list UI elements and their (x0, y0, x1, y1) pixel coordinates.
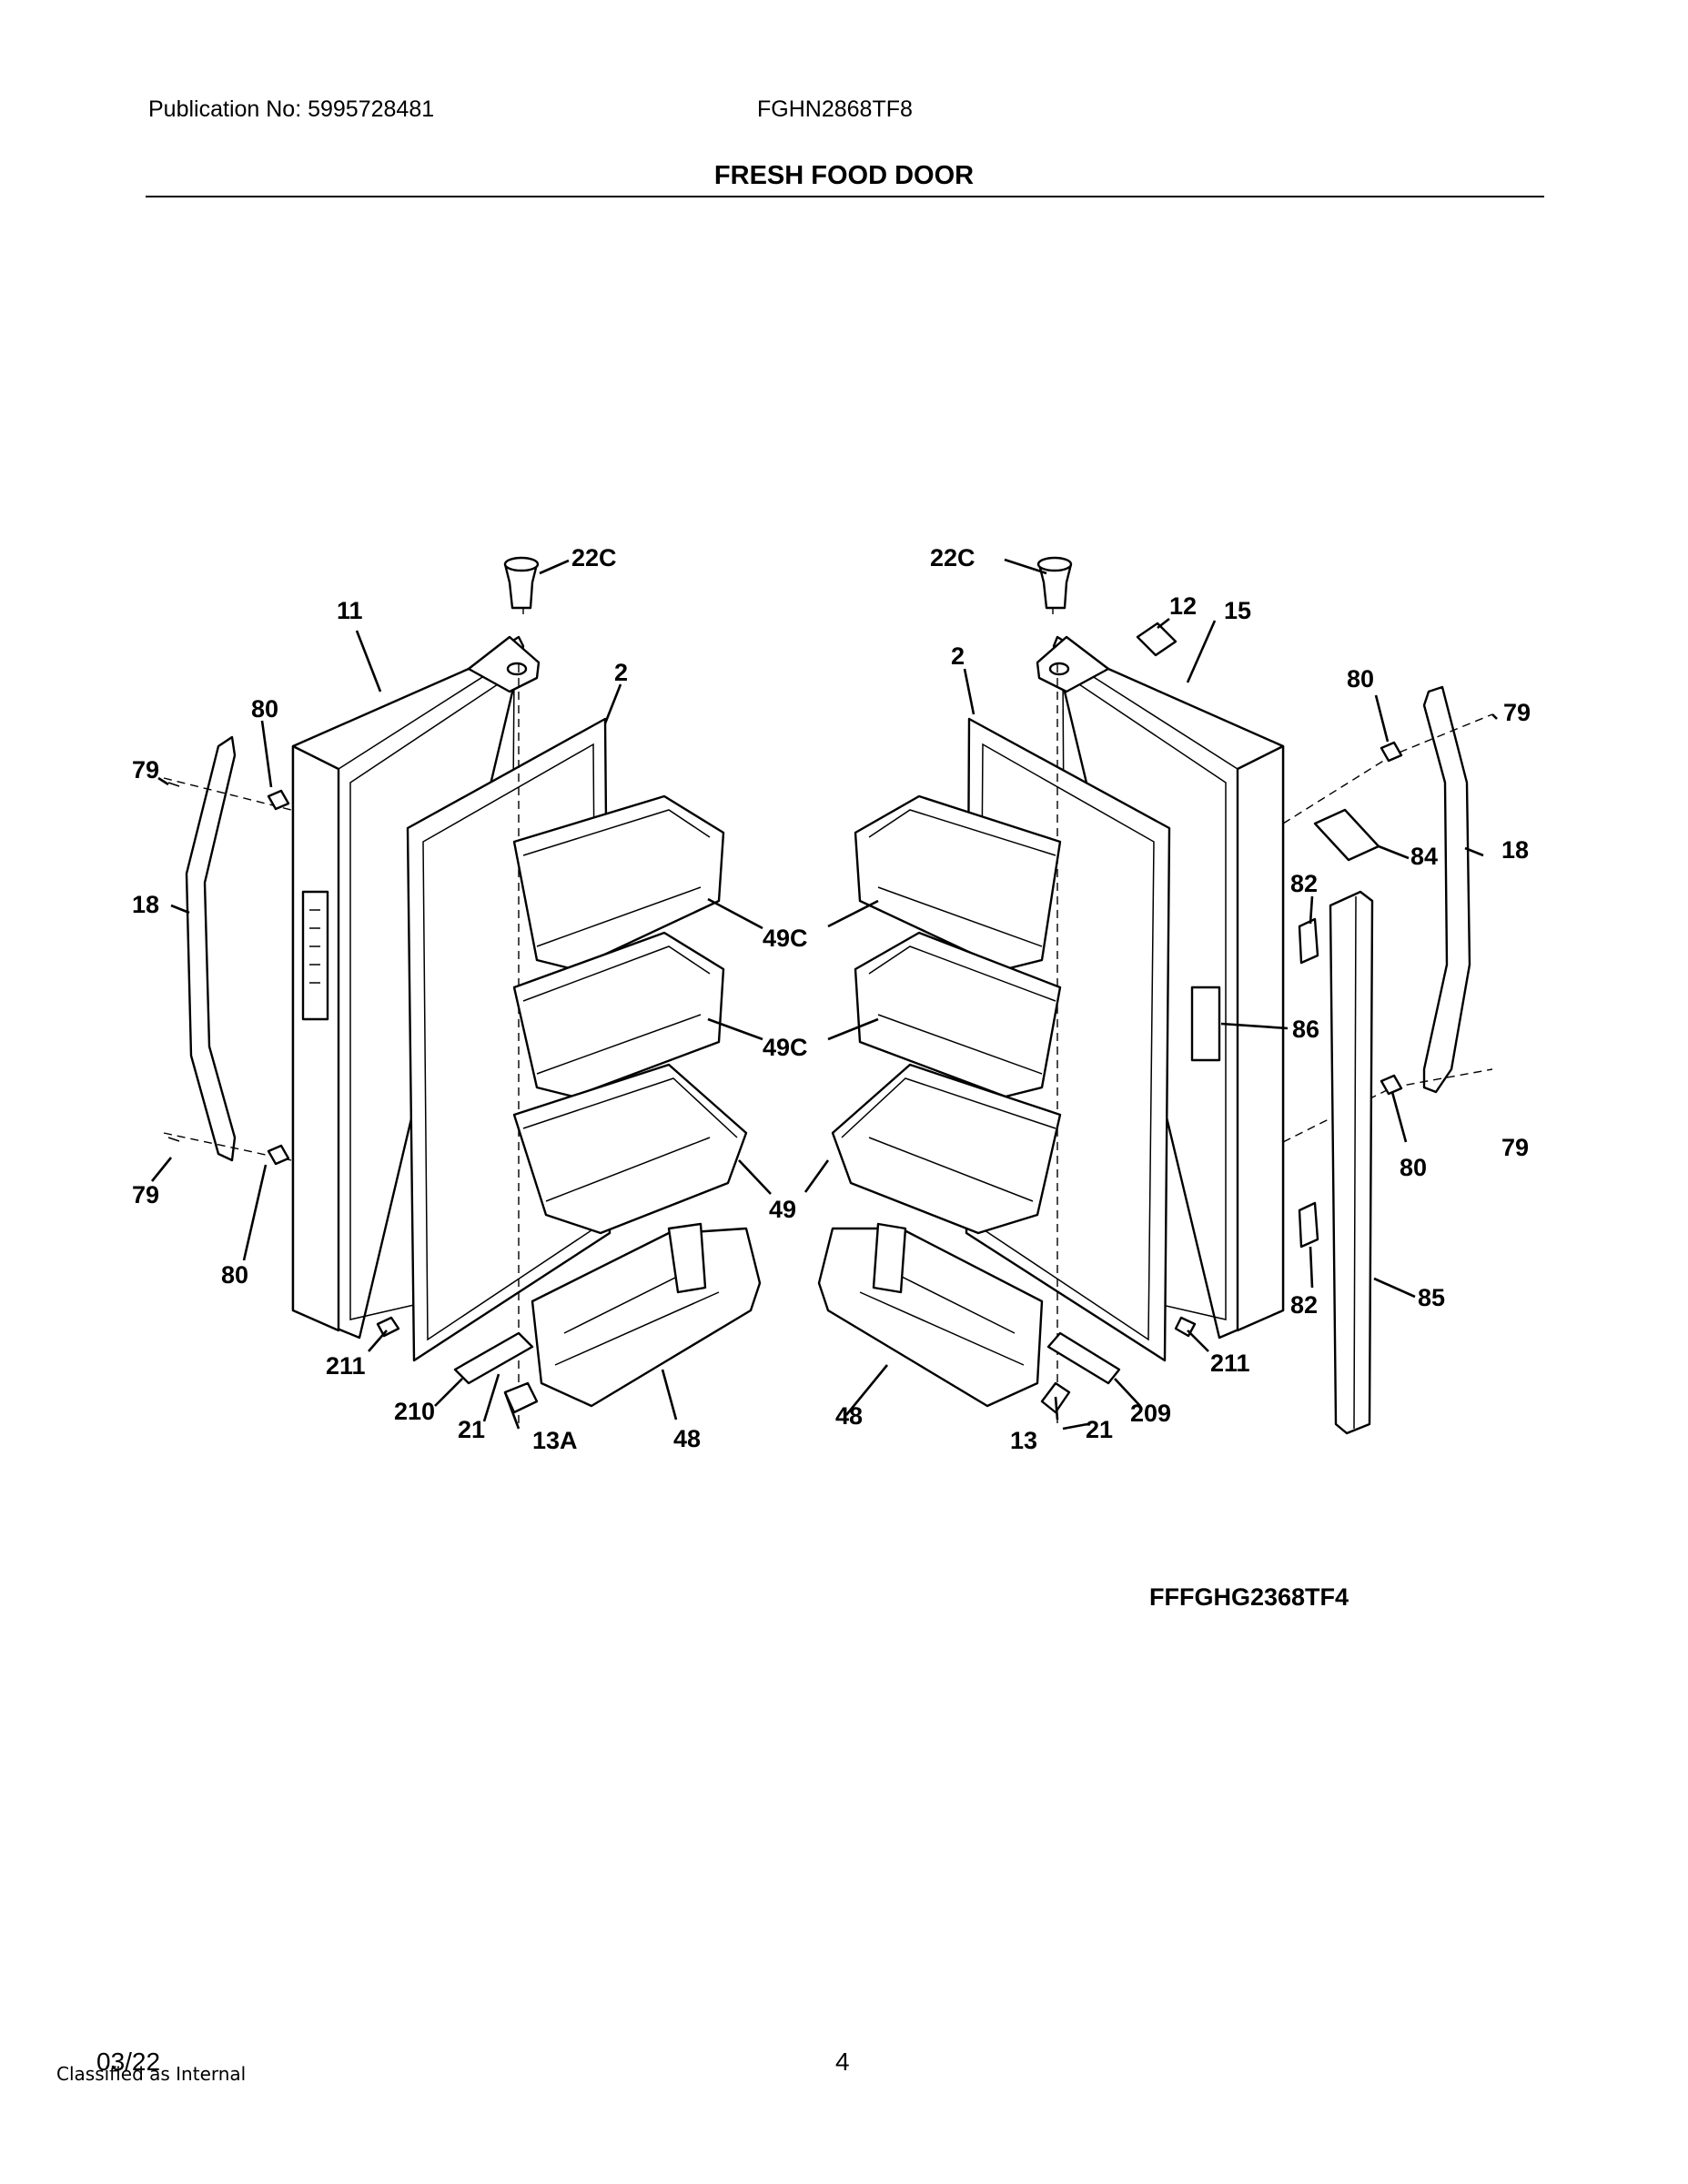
left-door-panel-face (291, 744, 340, 1332)
callout-12: 12 (1169, 592, 1197, 620)
right-upper-bracket-82 (1298, 917, 1319, 965)
callout-48-left: 48 (673, 1425, 701, 1452)
right-door-handle (1422, 685, 1471, 1094)
page-number: 4 (835, 2048, 850, 2076)
callout-210: 210 (394, 1398, 435, 1425)
callout-2-left: 2 (614, 659, 628, 686)
left-control-panel (301, 890, 329, 1021)
callout-82-top: 82 (1290, 870, 1318, 897)
callout-21-right: 21 (1086, 1416, 1113, 1443)
callout-49: 49 (769, 1196, 796, 1223)
title-rule (146, 196, 1544, 197)
left-bottom-hinge-bracket (453, 1331, 534, 1385)
callout-21-left: 21 (458, 1416, 485, 1443)
right-bottom-hinge-bracket (1046, 1331, 1121, 1385)
callout-79-bottom-left: 79 (132, 1181, 159, 1208)
left-door-stop-211 (376, 1316, 400, 1338)
callout-13: 13 (1010, 1427, 1037, 1454)
right-hinge-cover-84 (1313, 808, 1380, 862)
callout-80-top-right: 80 (1347, 665, 1374, 693)
variant-note: FFFGHG2368TF4 (1149, 1583, 1349, 1611)
callout-80-bottom-right: 80 (1400, 1154, 1427, 1181)
left-lower-screw (167, 1137, 180, 1142)
callout-80-bottom-left: 80 (221, 1261, 248, 1289)
callout-79-top-right: 79 (1503, 699, 1531, 726)
publication-number: Publication No: 5995728481 (148, 96, 435, 122)
callout-labels: 22C 22C 11 12 15 2 2 80 80 79 79 18 18 8… (132, 544, 1531, 1454)
right-top-hinge-housing (1036, 635, 1110, 693)
callout-11: 11 (337, 597, 363, 624)
left-lower-handle-stud (267, 1144, 290, 1166)
right-upper-handle-stud (1380, 741, 1403, 763)
right-door-module-86 (1190, 986, 1221, 1062)
callout-49c-upper: 49C (763, 925, 808, 952)
right-door-bins (831, 794, 1062, 1235)
callout-85: 85 (1418, 1284, 1445, 1311)
callout-82-bottom: 82 (1290, 1291, 1318, 1319)
callout-2-right: 2 (951, 642, 965, 670)
model-number: FGHN2868TF8 (757, 96, 913, 122)
callout-18-left: 18 (132, 891, 159, 918)
left-bin-middle (512, 931, 725, 1098)
left-door-bins (512, 794, 748, 1235)
left-door-handle (185, 735, 237, 1162)
callout-84: 84 (1410, 843, 1438, 870)
right-lower-bracket-82 (1298, 1201, 1319, 1249)
callout-49c-lower: 49C (763, 1034, 808, 1061)
right-door-panel-face (1236, 744, 1285, 1332)
right-door-stop-211 (1174, 1316, 1197, 1338)
callout-15: 15 (1224, 597, 1251, 624)
left-upper-screw (167, 782, 180, 787)
callout-79-bottom-right: 79 (1501, 1134, 1529, 1161)
right-door-flip-mullion-85 (1329, 890, 1374, 1435)
callout-48-right: 48 (835, 1402, 863, 1430)
callout-22c-right: 22C (930, 544, 975, 571)
callout-13a: 13A (532, 1427, 578, 1454)
callout-86: 86 (1292, 1016, 1319, 1043)
left-bin-upper (512, 794, 725, 971)
callout-211-right: 211 (1210, 1350, 1250, 1377)
classification-label: Classified as Internal (56, 2063, 247, 2085)
callout-80-top-left: 80 (251, 695, 278, 723)
callout-22c-left: 22C (571, 544, 617, 571)
right-bin-lower (831, 1063, 1062, 1235)
callout-79-top-left: 79 (132, 756, 159, 784)
left-top-hinge-housing (467, 635, 541, 693)
right-lower-handle-stud (1380, 1074, 1403, 1096)
left-upper-handle-stud (267, 789, 290, 811)
callout-209: 209 (1130, 1400, 1171, 1427)
callout-18-right: 18 (1501, 836, 1529, 864)
section-title: FRESH FOOD DOOR (713, 161, 975, 190)
callout-211-left: 211 (326, 1352, 366, 1380)
right-door-label-12 (1136, 622, 1178, 657)
footer-date: 03/22 (96, 2048, 161, 2076)
callout-leader-lines (150, 558, 1498, 1431)
